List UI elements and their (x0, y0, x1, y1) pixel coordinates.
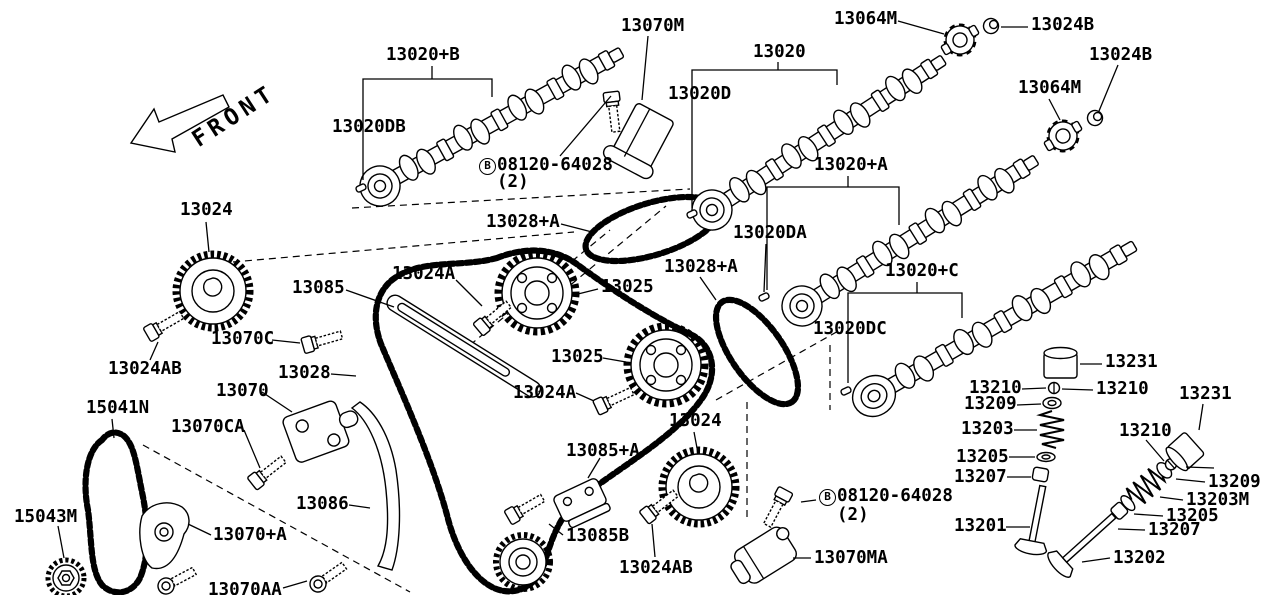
part-label-13025-2: 13025 (551, 347, 604, 367)
part-label-13086: 13086 (296, 494, 349, 514)
part-label-13207-1: 13207 (954, 467, 1007, 487)
exhaust-valve-13202-stem (1063, 514, 1116, 563)
leader-lines (58, 21, 1214, 588)
part-label-13020C: 13020+C (885, 261, 959, 281)
part-label-13024A-2: 13024A (513, 383, 577, 403)
valve-set-exhaust (1044, 431, 1205, 581)
part-label-13020DB: 13020DB (332, 117, 406, 137)
chain-tensioner-13070 (281, 394, 365, 464)
part-label-13024B-1: 13024B (1031, 15, 1095, 35)
part-label-13070C: 13070C (211, 329, 275, 349)
part-label-13028: 13028 (278, 363, 331, 383)
part-label-13231-1: 13231 (1105, 352, 1158, 372)
part-label-13025-1: 13025 (601, 277, 654, 297)
part-label-13085: 13085 (292, 278, 345, 298)
crank-sprocket (496, 535, 550, 589)
part-label-13024-2: 13024 (669, 411, 722, 431)
chain-tensioner-13070M (601, 99, 679, 181)
intake-valve-13201 (1014, 483, 1059, 557)
part-label-13024B-2: 13024B (1089, 45, 1153, 65)
part-label-13205-1: 13205 (956, 447, 1009, 467)
part-label-13209-1: 13209 (964, 394, 1017, 414)
part-label-13070: 13070 (216, 381, 269, 401)
part-label-quantity: (2) (837, 505, 869, 525)
valve-spring-13203 (1040, 411, 1064, 448)
part-label-13202: 13202 (1113, 548, 1166, 568)
part-label-13024AB-1: 13024AB (108, 359, 182, 379)
part-label-13210-1L: 13210 (969, 378, 1022, 398)
part-label-13203-1: 13203 (961, 419, 1014, 439)
bracket-13085A (552, 477, 611, 530)
part-label-13024-1: 13024 (180, 200, 233, 220)
chain-guide-13086 (352, 402, 399, 570)
oil-pump-chain-15041N (86, 433, 147, 593)
part-label-13205-2: 13205 (1166, 506, 1219, 526)
valve-set-intake (1014, 348, 1077, 557)
part-label-15043M: 15043M (14, 507, 78, 527)
part-label-13070CA: 13070CA (171, 417, 245, 437)
part-label-13020: 13020 (753, 42, 806, 62)
part-label-13231-2: 13231 (1179, 384, 1232, 404)
part-label-13020D: 13020D (668, 84, 732, 104)
part-label-13085A: 13085+A (566, 441, 640, 461)
label-brackets (363, 62, 962, 383)
part-label-13210-1R: 13210 (1096, 379, 1149, 399)
part-label-13085B: 13085B (566, 526, 630, 546)
part-label-13203M: 13203M (1186, 490, 1250, 510)
balancer-chain-loop-13028A-2 (701, 287, 814, 417)
part-label-13070AA: 13070AA (208, 580, 282, 595)
valve-spring-13203M (1124, 464, 1170, 509)
part-label-13070MA: 13070MA (814, 548, 888, 568)
part-label-13024AB-2: 13024AB (619, 558, 693, 578)
circled-prefix: B (479, 158, 496, 175)
part-label-13201: 13201 (954, 516, 1007, 536)
part-label-13210-2L: 13210 (1119, 421, 1172, 441)
part-label-13020A: 13020+A (814, 155, 888, 175)
circled-prefix: B (819, 489, 836, 506)
part-label-13020DC: 13020DC (813, 319, 887, 339)
cam-sensor-13070MA (725, 522, 803, 590)
exhaust-valve-13202-head (1044, 548, 1075, 580)
part-label-13028A-2: 13028+A (664, 257, 738, 277)
part-label-13070M: 13070M (621, 16, 685, 36)
part-label-13024A-1: 13024A (392, 264, 456, 284)
part-label-13064M-2: 13064M (1018, 78, 1082, 98)
part-label-quantity: (2) (497, 172, 529, 192)
oil-pump-sprocket-15043M (48, 560, 84, 595)
valve-seal-13207-1 (1032, 467, 1049, 482)
part-label-13064M-1: 13064M (834, 9, 898, 29)
spring-washer-13205-2 (1118, 493, 1137, 512)
part-label-13209-2: 13209 (1208, 472, 1261, 492)
tensioner-shoe-13070A (140, 503, 189, 569)
part-label-13020DA: 13020DA (733, 223, 807, 243)
part-label-13070A: 13070+A (213, 525, 287, 545)
part-label-13028A-1: 13028+A (486, 212, 560, 232)
part-label-13207-2: 13207 (1148, 520, 1201, 540)
part-label-13020B: 13020+B (386, 45, 460, 65)
chain-guide-13085 (384, 292, 543, 400)
part-label-15041N: 15041N (86, 398, 150, 418)
